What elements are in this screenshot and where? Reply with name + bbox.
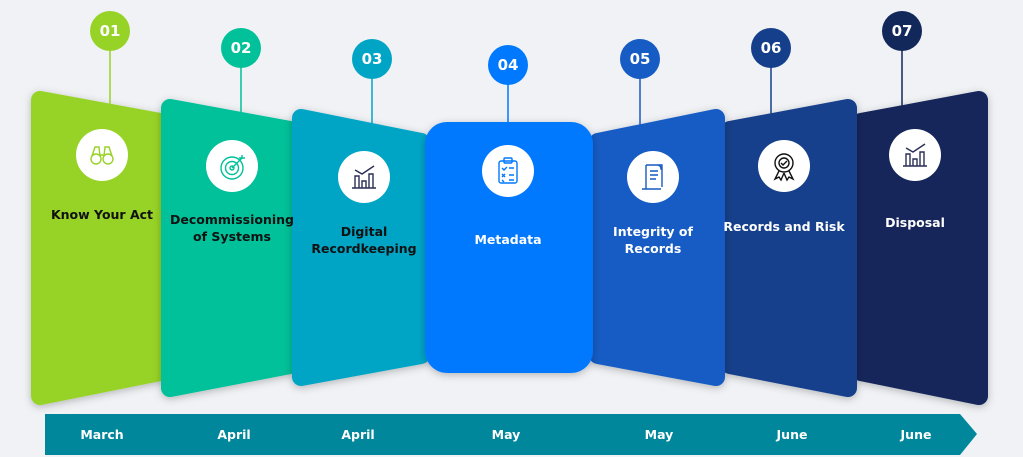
step-number: 06 [760, 39, 782, 57]
step-card-05 [589, 109, 725, 386]
step-title: Integrity of Records [613, 224, 693, 256]
step-title: Records and Risk [723, 219, 845, 234]
icon-circle [889, 129, 941, 181]
chart-growth-icon [352, 165, 376, 189]
timeline-month: June [900, 427, 932, 442]
step-number-badge [488, 45, 528, 85]
step-number: 05 [629, 50, 651, 68]
step-number-badge [90, 11, 130, 51]
step-card-01 [31, 91, 169, 405]
clipboard-checklist-icon [498, 157, 518, 184]
step-card-03 [292, 109, 430, 386]
timeline-month: May [491, 427, 521, 442]
timeline-month: March [80, 427, 124, 442]
chart-growth-icon [903, 143, 927, 167]
timeline-month: May [644, 427, 674, 442]
step-number-badge [620, 39, 660, 79]
step-card-04 [425, 122, 593, 373]
icon-circle [482, 145, 534, 197]
step-title: Decommissioning of Systems [170, 212, 294, 244]
timeline-month: April [217, 427, 251, 442]
icon-circle [627, 151, 679, 203]
step-number: 01 [99, 22, 121, 40]
step-number-badge [882, 11, 922, 51]
step-title: Know Your Act [50, 207, 154, 222]
step-title: Disposal [885, 215, 945, 230]
step-number-badge [751, 28, 791, 68]
step-card-07 [852, 91, 988, 405]
step-card-02 [161, 99, 299, 397]
target-icon [220, 155, 245, 180]
timeline-month: April [341, 427, 375, 442]
step-card-06 [721, 99, 857, 397]
binoculars-icon [90, 146, 114, 165]
award-badge-icon [773, 153, 795, 182]
step-number: 02 [230, 39, 252, 57]
step-title: Digital Recordkeeping [311, 224, 417, 256]
step-number-badge [221, 28, 261, 68]
scroll-document-icon [642, 164, 663, 190]
step-number: 04 [497, 56, 519, 74]
step-number: 03 [361, 50, 383, 68]
step-number-badge [352, 39, 392, 79]
icon-circle [338, 151, 390, 203]
timeline-month: June [776, 427, 808, 442]
timeline-bar [45, 414, 977, 455]
icon-circle [758, 140, 810, 192]
step-number: 07 [891, 22, 913, 40]
step-title: Metadata [474, 232, 542, 247]
